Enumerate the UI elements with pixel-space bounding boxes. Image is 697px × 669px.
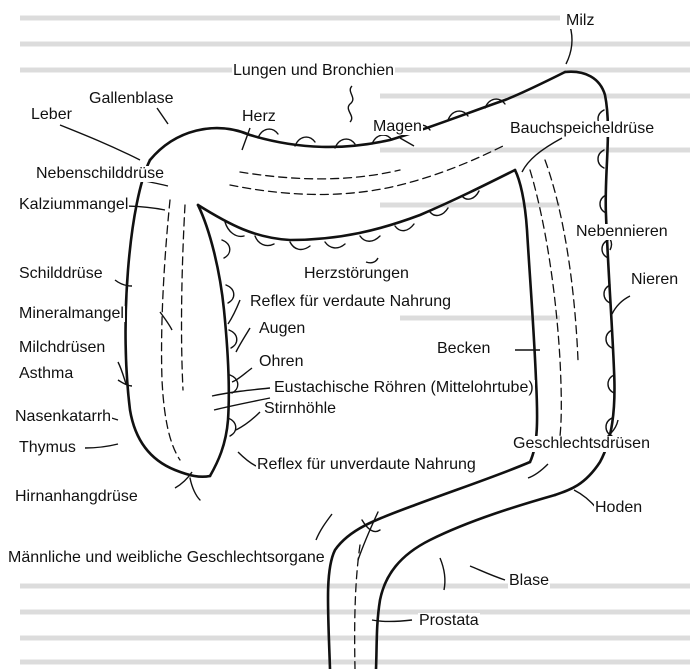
pointer-lines: [60, 26, 630, 622]
label-ohren: Ohren: [258, 354, 304, 370]
label-reflex-verdaute-nahrung: Reflex für verdaute Nahrung: [249, 294, 452, 310]
label-herz: Herz: [241, 109, 277, 125]
label-thymus: Thymus: [18, 440, 77, 456]
label-hirnanhangdruese: Hirnanhangdrüse: [14, 489, 139, 505]
label-nasenkatarrh: Nasenkatarrh: [14, 409, 112, 425]
label-nieren: Nieren: [630, 272, 679, 288]
label-eustachische-roehren: Eustachische Röhren (Mittelohrtube): [273, 380, 535, 396]
label-schilddruese: Schilddrüse: [18, 266, 104, 282]
label-gallenblase: Gallenblase: [88, 91, 175, 107]
label-reflex-unverdaute-nahrung: Reflex für unverdaute Nahrung: [256, 457, 477, 473]
ascending-colon: [126, 160, 238, 500]
label-herzstoerungen: Herzstörungen: [303, 266, 410, 282]
label-geschlechtsorgane: Männliche und weibliche Geschlechtsorgan…: [7, 550, 326, 566]
label-milchdruesen: Milchdrüsen: [18, 340, 106, 356]
label-augen: Augen: [258, 321, 306, 337]
label-lungen-und-bronchien: Lungen und Bronchien: [232, 63, 395, 79]
label-geschlechtsdruesen: Geschlechtsdrüsen: [512, 436, 651, 452]
label-leber: Leber: [30, 107, 73, 123]
label-nebenschilddruese: Nebenschilddrüse: [35, 166, 165, 182]
label-magen: Magen: [372, 119, 423, 135]
label-stirnhoehle: Stirnhöhle: [263, 401, 337, 417]
label-asthma: Asthma: [18, 366, 74, 382]
label-prostata: Prostata: [418, 613, 480, 629]
label-bauchspeicheldruese: Bauchspeicheldrüse: [509, 121, 655, 137]
label-kalziummangel: Kalziummangel: [18, 197, 129, 213]
label-milz: Milz: [565, 13, 595, 29]
label-nebennieren: Nebennieren: [575, 224, 669, 240]
label-becken: Becken: [436, 341, 491, 357]
transverse-colon: [150, 72, 565, 249]
label-mineralmangel: Mineralmangel: [18, 306, 125, 322]
label-blase: Blase: [508, 573, 550, 589]
label-hoden: Hoden: [594, 500, 643, 516]
